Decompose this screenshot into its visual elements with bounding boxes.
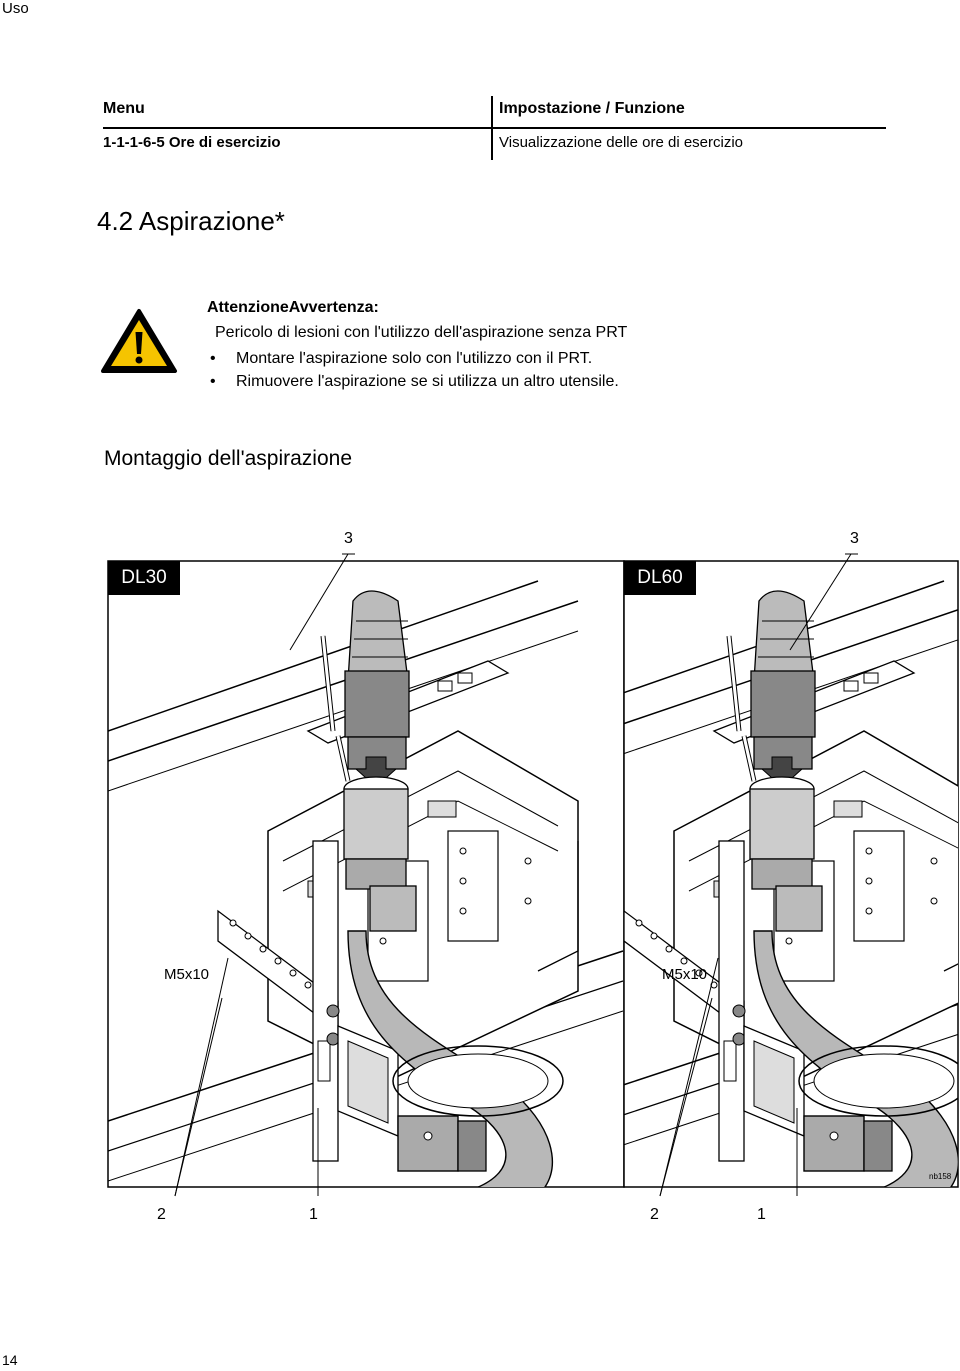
table-column-divider xyxy=(491,96,493,160)
assembly-illustration xyxy=(107,553,959,1197)
dl60-tag: DL60 xyxy=(624,561,696,595)
callout-2-left: 2 xyxy=(157,1206,166,1223)
list-item: • Montare l'aspirazione solo con l'utiliz… xyxy=(210,347,619,370)
callout-2-right: 2 xyxy=(650,1206,659,1223)
list-item-text: Rimuovere l'aspirazione se si utilizza u… xyxy=(236,373,619,390)
bullet: • xyxy=(210,350,216,367)
setting-cell: Visualizzazione delle ore di esercizio xyxy=(499,134,744,151)
section-title: 4.2 Aspirazione* xyxy=(97,206,285,236)
table-divider xyxy=(103,127,886,129)
list-item: • Rimuovere l'aspirazione se si utilizza … xyxy=(210,370,619,393)
assembly-figure: DL30 DL60 3 3 M5x10 M5x10 2 1 2 1 nb158 xyxy=(0,520,960,1240)
menu-table: Menu Impostazione / Funzione 1-1-1-6-5 O… xyxy=(103,96,886,160)
subsection-title: Montaggio dell'aspirazione xyxy=(104,447,353,470)
screw-label-right: M5x10 xyxy=(662,966,708,983)
setting-column-header: Impostazione / Funzione xyxy=(499,100,685,117)
warning-triangle-icon xyxy=(101,309,177,373)
callout-3-left: 3 xyxy=(344,530,353,547)
dl30-tag: DL30 xyxy=(108,561,180,595)
menu-cell: 1-1-1-6-5 Ore di esercizio xyxy=(103,134,281,151)
bullet: • xyxy=(210,373,216,390)
warning-text: Pericolo di lesioni con l'utilizzo dell'… xyxy=(215,324,628,341)
running-head: Uso xyxy=(2,0,29,17)
warning-heading: AttenzioneAvvertenza: xyxy=(207,299,379,316)
callout-1-left: 1 xyxy=(309,1206,318,1223)
callout-3-right: 3 xyxy=(850,530,859,547)
menu-column-header: Menu xyxy=(103,100,145,117)
screw-label-left: M5x10 xyxy=(164,966,210,983)
callout-1-right: 1 xyxy=(757,1206,766,1223)
warning-list: • Montare l'aspirazione solo con l'utiliz… xyxy=(210,347,619,393)
figure-code: nb158 xyxy=(929,1172,952,1181)
list-item-text: Montare l'aspirazione solo con l'utilizz… xyxy=(236,350,593,367)
page-number: 14 xyxy=(2,1352,18,1368)
